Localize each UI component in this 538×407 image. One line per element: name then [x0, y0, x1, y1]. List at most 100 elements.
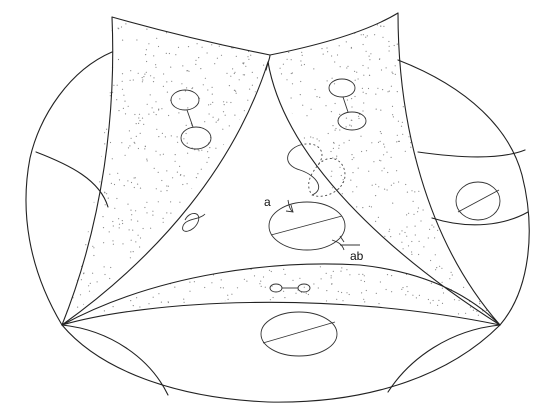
- stipple-dot: [159, 154, 161, 156]
- stipple-dot: [456, 228, 458, 231]
- left-sheet-left-edge: [61, 16, 114, 326]
- stipple-dot: [381, 170, 383, 172]
- stipple-dot: [363, 280, 366, 283]
- stipple-dot: [419, 87, 421, 89]
- stipple-dot: [344, 274, 346, 276]
- stipple-dot: [269, 111, 270, 113]
- stipple-dot: [110, 266, 112, 269]
- stipple-dot: [304, 272, 306, 274]
- stipple-dot: [441, 267, 443, 269]
- stipple-dot: [350, 46, 352, 49]
- stipple-dot: [472, 309, 474, 311]
- stipple-region-bottom: [62, 261, 500, 326]
- stipple-dot: [280, 17, 282, 19]
- stipple-dot: [270, 114, 271, 116]
- stipple-dot: [413, 47, 415, 50]
- stipple-dot: [404, 24, 406, 26]
- stipple-dot: [132, 229, 134, 231]
- stipple-dot: [490, 295, 492, 297]
- stipple-dot: [102, 127, 104, 129]
- stipple-dot: [249, 22, 251, 24]
- stipple-dot: [330, 325, 331, 326]
- stipple-dot: [272, 205, 274, 207]
- stipple-dot: [223, 203, 225, 205]
- stipple-dot: [242, 264, 244, 265]
- stipple-dot: [245, 263, 247, 265]
- stipple-dot: [268, 269, 271, 271]
- stipple-dot: [304, 320, 306, 322]
- stipple-dot: [132, 305, 134, 307]
- stipple-dot: [496, 261, 497, 262]
- stipple-dot: [268, 307, 269, 308]
- stipple-dot: [223, 104, 225, 106]
- stipple-dot: [365, 93, 367, 95]
- stipple-dot: [273, 38, 274, 39]
- stipple-dot: [136, 320, 138, 323]
- stipple-dot: [439, 265, 441, 267]
- stipple-dot: [446, 120, 448, 122]
- stipple-dot: [380, 109, 382, 111]
- stipple-dot: [357, 277, 359, 279]
- stipple-dot: [210, 189, 212, 191]
- stipple-dot: [286, 179, 289, 181]
- stipple-dot: [220, 224, 222, 226]
- stipple-dot: [113, 275, 115, 277]
- stipple-dot: [204, 242, 206, 244]
- stipple-dot: [239, 233, 241, 235]
- stipple-dot: [305, 231, 307, 233]
- stipple-dot: [243, 74, 246, 76]
- stipple-dot: [249, 285, 251, 287]
- stipple-dot: [347, 65, 349, 67]
- stipple-dot: [122, 243, 124, 245]
- stipple-dot: [270, 188, 271, 190]
- stipple-dot: [197, 326, 198, 327]
- stipple-dot: [497, 18, 499, 21]
- stipple-dot: [377, 87, 379, 89]
- stipple-dot: [92, 299, 94, 301]
- stipple-dot: [405, 273, 408, 275]
- stipple-dot: [402, 248, 404, 250]
- stipple-dot: [167, 301, 169, 304]
- stipple-dot: [134, 177, 136, 179]
- stipple-dot: [298, 328, 299, 329]
- stipple-dot: [487, 243, 489, 245]
- stipple-dot: [72, 176, 74, 179]
- stipple-dot: [109, 95, 111, 97]
- stipple-dot: [401, 302, 403, 305]
- stipple-dot: [384, 235, 386, 237]
- stipple-dot: [233, 326, 234, 327]
- stipple-dot: [406, 286, 408, 288]
- stipple-dot: [362, 207, 364, 209]
- stipple-dot: [486, 70, 489, 72]
- stipple-dot: [87, 231, 89, 233]
- stipple-dot: [138, 122, 140, 124]
- stipple-dot: [478, 175, 480, 177]
- stipple-dot: [267, 29, 268, 30]
- stipple-dot: [279, 247, 281, 249]
- stipple-dot: [109, 173, 111, 175]
- stipple-dot: [330, 289, 332, 291]
- stipple-dot: [144, 148, 146, 150]
- stipple-dot: [330, 150, 332, 153]
- stipple-dot: [457, 216, 459, 218]
- stipple-dot: [404, 231, 406, 234]
- stipple-dot: [301, 187, 303, 190]
- stipple-dot: [76, 48, 78, 50]
- stipple-dot: [386, 189, 388, 191]
- stipple-dot: [396, 134, 398, 136]
- stipple-dot: [310, 13, 312, 14]
- stipple-dot: [149, 317, 151, 319]
- stipple-dot: [109, 141, 112, 144]
- stipple-dot: [130, 209, 132, 211]
- stipple-dot: [164, 324, 166, 325]
- stipple-dot: [89, 321, 91, 323]
- stipple-dot: [170, 201, 172, 203]
- stipple-dot: [247, 316, 249, 318]
- stipple-dot: [426, 172, 428, 174]
- stipple-dot: [340, 326, 341, 327]
- stipple-dot: [93, 22, 96, 24]
- stipple-dot: [103, 89, 106, 91]
- stipple-dot: [311, 324, 313, 325]
- stipple-dot: [482, 324, 484, 325]
- stipple-dot: [414, 191, 416, 193]
